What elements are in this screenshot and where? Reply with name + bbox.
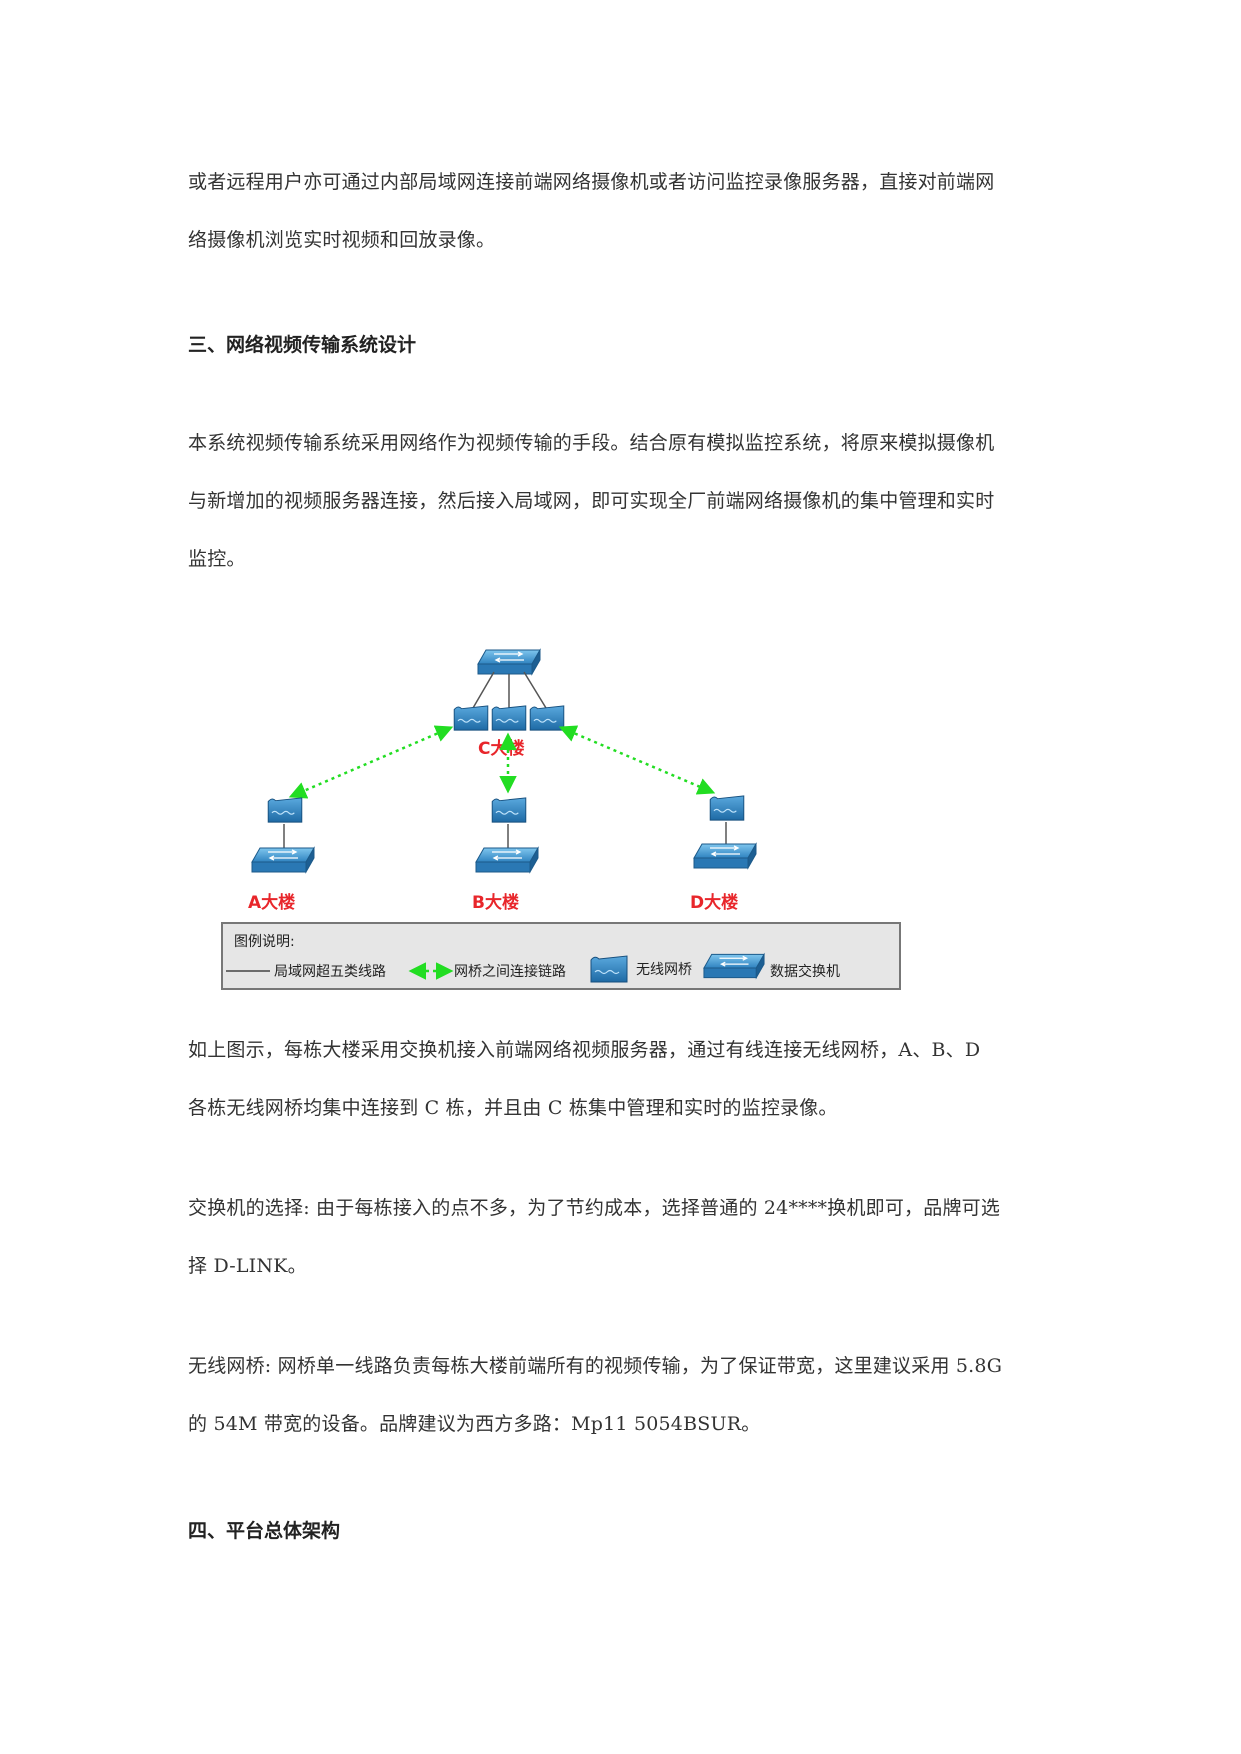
wireless-bridge-icon: [529, 705, 565, 731]
paragraph-figure-explanation-line1: 如上图示，每栋大楼采用交换机接入前端网络视频服务器，通过有线连接无线网桥，A、B…: [188, 1039, 981, 1061]
legend-wireless-bridge-icon: [590, 955, 628, 983]
paragraph-remote-access-line1: 或者远程用户亦可通过内部局域网连接前端网络摄像机或者访问监控录像服务器，直接对前…: [188, 171, 995, 193]
bridge-link-c-a: [288, 725, 454, 799]
paragraph-transmission-line2: 与新增加的视频服务器连接，然后接入局域网，即可实现全厂前端网络摄像机的集中管理和…: [188, 490, 995, 512]
wireless-bridge-icon: [709, 795, 745, 821]
network-topology-diagram: C大楼 A大楼 B大楼 D大楼 图例说明:: [218, 640, 918, 1000]
legend-wireless-bridge-label: 无线网桥: [636, 962, 692, 978]
bridge-link-c-d: [558, 725, 716, 795]
label-building-b: B大楼: [472, 892, 519, 913]
section-heading-4: 四、平台总体架构: [188, 1520, 341, 1542]
paragraph-transmission-line1: 本系统视频传输系统采用网络作为视频传输的手段。结合原有模拟监控系统，将原来模拟摄…: [188, 432, 995, 454]
label-building-a: A大楼: [248, 892, 295, 913]
section-heading-3: 三、网络视频传输系统设计: [188, 334, 417, 356]
paragraph-transmission-line3: 监控。: [188, 548, 246, 570]
paragraph-switch-choice-line2: 择 D-LINK。: [188, 1255, 307, 1277]
paragraph-wireless-bridge-line2: 的 54M 带宽的设备。品牌建议为西方多路：Mp11 5054BSUR。: [188, 1413, 761, 1435]
cable-core-left: [472, 671, 495, 709]
wireless-bridge-icon: [491, 797, 527, 823]
legend-data-switch-label: 数据交换机: [770, 963, 840, 980]
data-switch-icon: [251, 847, 315, 873]
legend-cable-label: 局域网超五类线路: [274, 964, 386, 980]
data-switch-icon: [693, 843, 757, 869]
diagram-legend: 图例说明: 局域网超五类线路 网桥之间连接链路 无线网桥 数据交换机: [221, 922, 901, 990]
data-switch-icon: [475, 847, 539, 873]
core-switch-icon: [477, 649, 541, 675]
legend-data-switch-icon: [703, 953, 765, 979]
paragraph-remote-access-line2: 络摄像机浏览实时视频和回放录像。: [188, 229, 496, 251]
label-building-d: D大楼: [690, 892, 738, 913]
label-building-c: C大楼: [478, 738, 524, 759]
wireless-bridge-icon: [491, 705, 527, 731]
wireless-bridge-icon: [453, 705, 489, 731]
legend-title: 图例说明:: [234, 934, 295, 950]
paragraph-figure-explanation-line2: 各栋无线网桥均集中连接到 C 栋，并且由 C 栋集中管理和实时的监控录像。: [188, 1097, 838, 1119]
cable-core-right: [523, 671, 547, 709]
paragraph-wireless-bridge-line1: 无线网桥: 网桥单一线路负责每栋大楼前端所有的视频传输，为了保证带宽，这里建议采…: [188, 1355, 1003, 1377]
paragraph-switch-choice-line1: 交换机的选择: 由于每栋接入的点不多，为了节约成本，选择普通的 24****换机…: [188, 1197, 1001, 1219]
wireless-bridge-icon: [267, 797, 303, 823]
legend-bridge-link-label: 网桥之间连接链路: [454, 963, 566, 980]
